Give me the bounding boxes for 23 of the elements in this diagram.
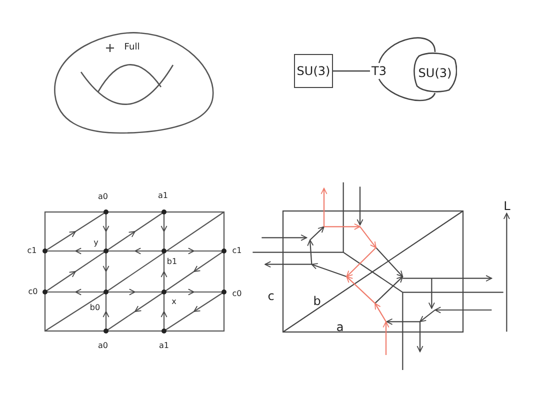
- point-label: x: [172, 298, 176, 306]
- point-label: b1: [166, 258, 178, 266]
- gauge-group-node: SU(3): [413, 52, 457, 93]
- connector-line: [378, 78, 436, 102]
- point-label: c1: [27, 247, 37, 255]
- axis-label: a: [336, 321, 344, 333]
- axis-label: L: [504, 200, 510, 212]
- surface-label: Full: [124, 44, 140, 52]
- point-label: y: [94, 239, 98, 247]
- axis-label: c: [268, 290, 274, 302]
- point-label: a0: [98, 193, 108, 201]
- gauge-group-box: SU(3): [294, 54, 333, 88]
- point-label: a0: [98, 342, 108, 350]
- connector-line: [378, 37, 436, 64]
- point-label: c0: [232, 290, 242, 298]
- point-label: c1: [232, 247, 242, 255]
- point-label: a1: [158, 192, 168, 200]
- point-label: b0: [90, 304, 100, 312]
- point-label: a1: [159, 342, 169, 350]
- axis-label: b: [313, 295, 321, 307]
- connector-line: [333, 70, 370, 72]
- point-label: c0: [28, 288, 38, 296]
- node-label: T3: [370, 63, 388, 79]
